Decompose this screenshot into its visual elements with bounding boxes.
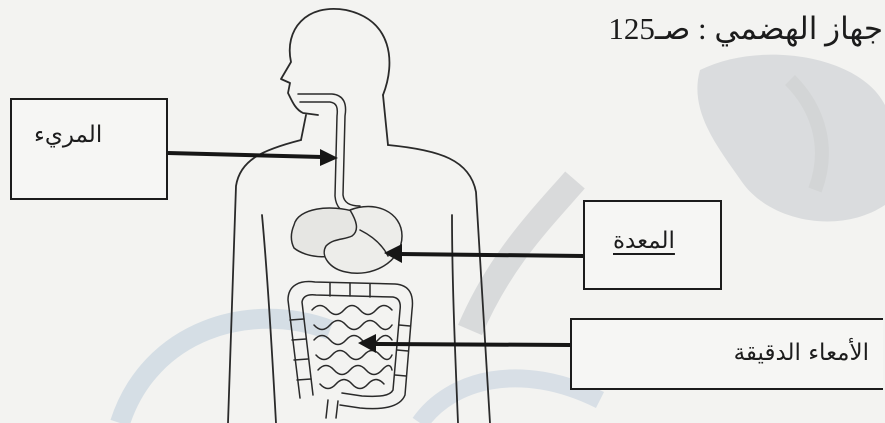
rectum xyxy=(326,400,338,418)
haustra-mark xyxy=(397,350,408,351)
arrow-to-esophagus xyxy=(168,149,338,166)
small-intestine-coil xyxy=(320,380,384,389)
haustra-mark xyxy=(294,359,308,360)
left-shoulder-arm xyxy=(228,140,301,423)
small-intestine-coil xyxy=(316,351,392,360)
label-box-small-intestine: الأمعاء الدقيقة xyxy=(570,318,883,390)
neck-left xyxy=(301,115,306,140)
arrow-to-stomach xyxy=(384,244,583,263)
small-intestine-coil xyxy=(318,366,392,375)
esophagus-outer xyxy=(298,94,360,206)
small-intestine-coil xyxy=(312,306,392,315)
haustra-mark xyxy=(290,319,304,320)
label-stomach: المعدة xyxy=(613,226,675,256)
haustra-mark xyxy=(395,375,406,376)
label-small-intestine: الأمعاء الدقيقة xyxy=(734,338,869,368)
page-title: جهاز الهضمي : صـ125 xyxy=(608,10,883,48)
neck-right xyxy=(383,95,388,145)
arrow-head xyxy=(358,334,376,353)
watermark-stroke-left xyxy=(120,319,330,423)
label-esophagus: المريء xyxy=(34,120,102,150)
label-box-esophagus: المريء xyxy=(10,98,168,200)
haustra-mark xyxy=(399,325,410,326)
head-outline xyxy=(281,9,389,115)
haustra-mark xyxy=(297,379,311,380)
label-box-stomach: المعدة xyxy=(583,200,722,290)
haustra-mark xyxy=(292,339,306,340)
arrow-shaft xyxy=(168,153,322,157)
arrow-shaft xyxy=(400,254,583,256)
arrow-shaft xyxy=(374,344,570,345)
